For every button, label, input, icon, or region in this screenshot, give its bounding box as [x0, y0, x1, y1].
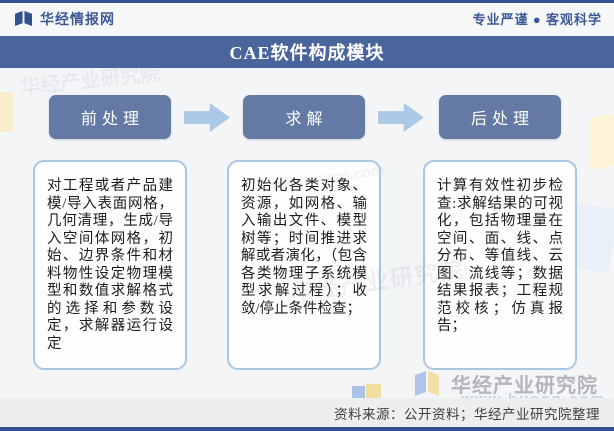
flow-card-preprocessing: 对工程或者产品建模/导入表面网格，几何清理，生成/导入空间体网格，初始、边界条件… — [33, 160, 187, 370]
open-book-icon — [412, 370, 442, 397]
flow-step-label: 求解 — [285, 111, 328, 128]
decor-logo-fragment-blue — [352, 386, 365, 400]
arrow-right-icon — [184, 103, 230, 132]
flow-card-postprocessing: 计算有效性初步检查:求解结果的可视化，包括物理量在空间、面、线、点分布、等值线、… — [423, 160, 577, 370]
flow-step-solving: 求解 — [243, 95, 365, 139]
flow-step-preprocessing: 前处理 — [49, 95, 171, 139]
flow-card-solving: 初始化各类对象、资源，如网格、输入输出文件、模型树等；时间推进求解或者演化，（包… — [227, 160, 381, 370]
watermark-brand-block: 华经产业研究院 — [412, 369, 598, 398]
flow-card-text: 初始化各类对象、资源，如网格、输入输出文件、模型树等；时间推进求解或者演化，（包… — [241, 178, 367, 317]
page-title: CAE软件构成模块 — [229, 43, 385, 63]
flow-step-postprocessing: 后处理 — [439, 95, 561, 139]
header-tagline: 专业严谨 ● 客观科学 — [472, 12, 602, 27]
decor-shape-right-yellow — [589, 113, 614, 171]
brand-block: 华经情报网 — [14, 9, 115, 29]
arrow-right-icon — [378, 103, 424, 132]
flow-card-text: 计算有效性初步检查:求解结果的可视化，包括物理量在空间、面、线、点分布、等值线、… — [437, 178, 563, 334]
site-name: 华经情报网 — [40, 12, 115, 28]
decor-logo-fragment-yellow — [366, 384, 381, 400]
site-header: 华经情报网 专业严谨 ● 客观科学 — [0, 3, 614, 34]
title-bar: CAE软件构成模块 — [0, 36, 614, 68]
flow-step-label: 前处理 — [80, 111, 144, 128]
watermark-brand: 华经产业研究院 — [451, 375, 598, 397]
top-border-line — [0, 0, 614, 3]
source-footer: 资料来源：公开资料；华经产业研究院整理 — [0, 398, 614, 427]
source-note: 资料来源：公开资料；华经产业研究院整理 — [334, 406, 600, 422]
flow-step-label: 后处理 — [470, 111, 534, 128]
open-book-icon — [14, 10, 33, 27]
decor-shape-left — [0, 92, 13, 132]
flow-card-text: 对工程或者产品建模/导入表面网格，几何清理，生成/导入空间体网格，初始、边界条件… — [47, 178, 173, 352]
bottom-border-line — [0, 427, 614, 431]
